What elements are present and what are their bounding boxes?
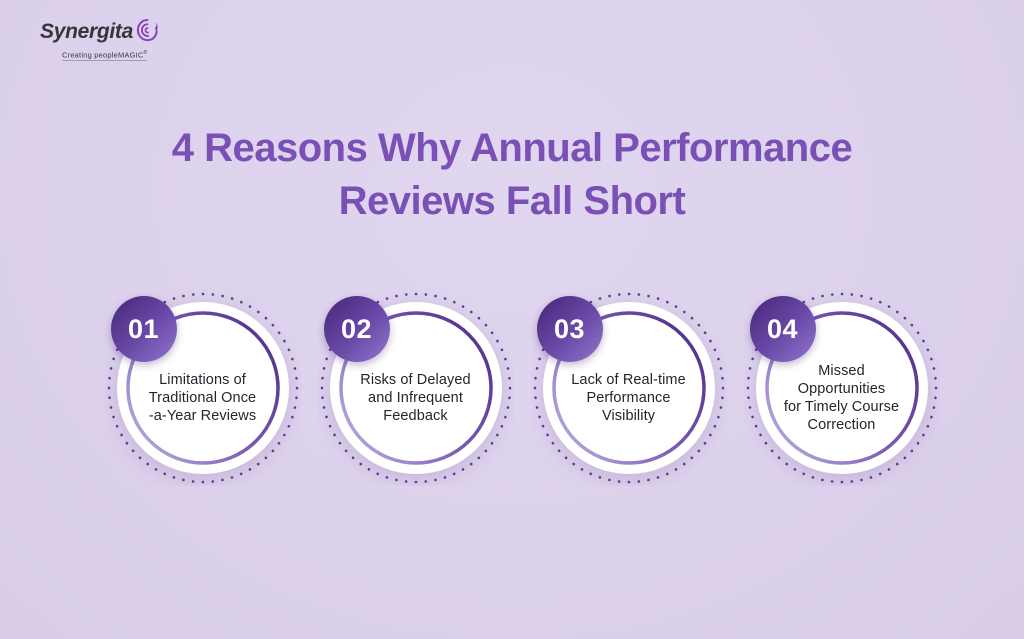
number-badge-04: 04 — [749, 296, 816, 362]
number-badge-03: 03 — [536, 296, 603, 362]
reasons-row: 01 Limitations of Traditional Once -a-Ye… — [20, 290, 1024, 486]
logo-tagline: Creating peopleMAGIC® — [62, 49, 148, 61]
number-badge-02: 02 — [323, 296, 390, 362]
synergita-logo: Synergita Creating peopleMAGIC® — [40, 18, 159, 62]
reason-text-3: Lack of Real-time Performance Visibility — [571, 372, 686, 424]
logo-wordmark: Synergita — [40, 20, 133, 43]
reason-text-2: Risks of Delayed and Infrequent Feedback — [360, 372, 471, 424]
swirl-icon — [136, 18, 158, 41]
reason-text-1: Limitations of Traditional Once -a-Year … — [148, 372, 257, 424]
number-badge-01: 01 — [110, 296, 177, 362]
reason-card-1: 01 Limitations of Traditional Once -a-Ye… — [105, 290, 301, 486]
reason-text-4: Missed Opportunities for Timely Course C… — [783, 363, 900, 433]
page-title: 4 Reasons Why Annual Performance Reviews… — [171, 126, 853, 223]
reason-card-3: 03 Lack of Real-time Performance Visibil… — [531, 290, 727, 486]
reason-card-4: 04 Missed Opportunities for Timely Cours… — [744, 290, 940, 486]
reason-card-2: 02 Risks of Delayed and Infrequent Feedb… — [318, 290, 514, 486]
registered-mark: ® — [143, 49, 148, 56]
